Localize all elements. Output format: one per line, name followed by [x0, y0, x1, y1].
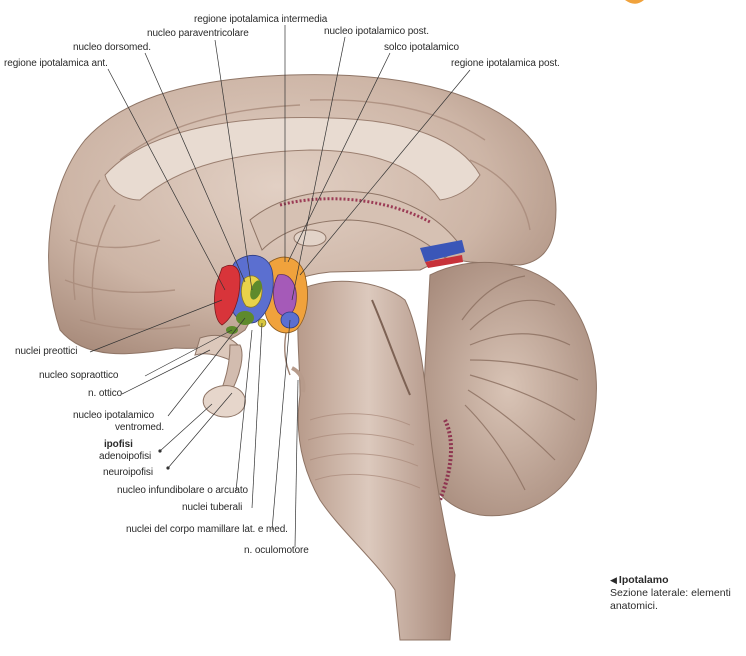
label-nucleo-infundibolare: nucleo infundibolare o arcuato [117, 485, 248, 496]
green-paraventricular-nucleus [250, 280, 262, 300]
cortex-folds [64, 99, 531, 330]
label-nuclei-tuberali: nuclei tuberali [182, 502, 243, 513]
label-n-ottico: n. ottico [88, 388, 123, 399]
artery [425, 255, 463, 268]
label-regione-ipotalamica-intermedia: regione ipotalamica intermedia [194, 14, 328, 25]
caption-line-2: anatomici. [610, 600, 658, 612]
oculomotor-nerve [291, 366, 306, 393]
pituitary-gland [202, 385, 246, 418]
leader-dots [158, 449, 170, 470]
red-anterior-region [214, 264, 241, 326]
label-nucleo-paraventricolare: nucleo paraventricolare [147, 28, 249, 39]
label-nucleo-dorsomed: nucleo dorsomed. [73, 42, 151, 53]
fourth-ventricle-choroid [438, 419, 454, 501]
brainstem [297, 280, 456, 641]
label-ipofisi: ipofisi [104, 439, 133, 450]
label-nuclei-corpo-mamillare: nuclei del corpo mamillare lat. e med. [126, 524, 288, 535]
label-solco-ipotalamico: solco ipotalamico [384, 42, 460, 53]
interthalamic-adhesion [293, 229, 327, 247]
great-cerebral-vein [420, 240, 465, 262]
label-nucleo-ipotalamico: nucleo ipotalamico [73, 410, 155, 421]
arbor-vitae [461, 275, 579, 491]
label-nuclei-preottici: nuclei preottici [15, 346, 78, 357]
choroid-plexus [279, 197, 431, 224]
figure-caption: ◀Ipotalamo Sezione laterale: elementi an… [610, 574, 731, 613]
corner-decoration [625, 0, 644, 4]
label-ventromed: ventromed. [115, 422, 165, 433]
leader-lines [89, 25, 471, 548]
label-regione-ipotalamica-post: regione ipotalamica post. [451, 58, 560, 69]
caption-title: Ipotalamo [618, 574, 669, 586]
pons-striations [307, 413, 421, 489]
caption-arrow-icon: ◀ [610, 575, 617, 585]
label-nucleo-sopraottico: nucleo sopraottico [39, 370, 119, 381]
label-adenoipofisi: adenoipofisi [99, 451, 152, 462]
label-nucleo-ipotalamico-post: nucleo ipotalamico post. [324, 26, 429, 37]
caption-line-1: Sezione laterale: elementi [610, 587, 731, 599]
cerebral-aqueduct [371, 299, 411, 396]
label-neuroipofisi: neuroipofisi [103, 467, 153, 478]
corpus-callosum [104, 117, 481, 201]
label-n-oculomotore: n. oculomotore [244, 545, 309, 556]
cerebellum [419, 261, 597, 517]
label-regione-ipotalamica-ant: regione ipotalamica ant. [4, 58, 108, 69]
